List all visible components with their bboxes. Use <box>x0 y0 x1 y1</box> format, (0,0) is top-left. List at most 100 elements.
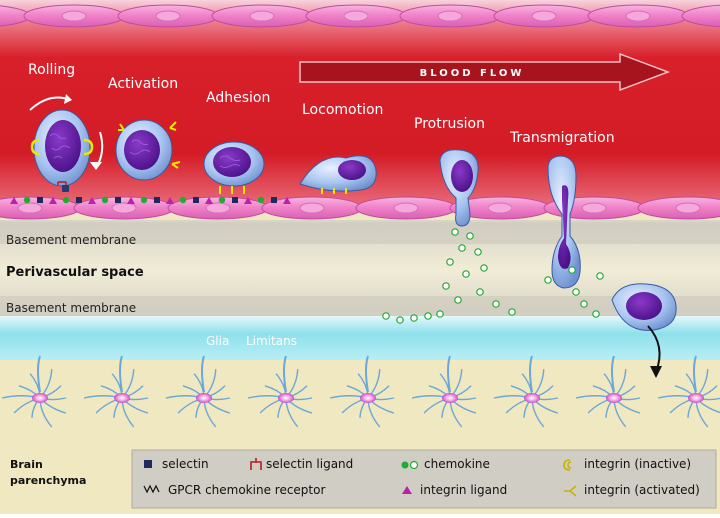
astrocytes <box>1 355 720 428</box>
chemokine <box>410 314 418 322</box>
astrocyte <box>575 355 641 428</box>
integrin-ligand <box>49 197 57 204</box>
limitans-label: Limitans <box>246 334 297 348</box>
legend-label-integrin-activated: integrin (activated) <box>584 483 700 497</box>
chemokine <box>382 312 390 320</box>
astrocyte <box>493 355 559 428</box>
chemokine <box>451 228 459 236</box>
basement-membrane-label-top: Basement membrane <box>6 233 136 247</box>
stage-label-adhesion: Adhesion <box>206 90 270 106</box>
astrocyte <box>411 355 477 428</box>
chemokine <box>62 196 70 204</box>
chemokine <box>442 282 450 290</box>
chemokine <box>458 244 466 252</box>
chemokine <box>140 196 148 204</box>
astrocyte <box>329 355 395 428</box>
glia-limitans-layer <box>0 316 720 360</box>
integrin-ligand-icon <box>402 486 412 494</box>
chemokine <box>424 312 432 320</box>
glia-label: Glia <box>206 334 229 348</box>
legend-label-selectin-ligand: selectin ligand <box>266 457 353 471</box>
leukocyte-parenchyma <box>611 283 677 378</box>
legend-label-gpcr: GPCR chemokine receptor <box>168 483 325 497</box>
selectin <box>76 197 82 203</box>
stage-label-locomotion: Locomotion <box>302 102 383 118</box>
chemokine <box>23 196 31 204</box>
selectin <box>37 197 43 203</box>
chemokine <box>436 310 444 318</box>
chemokine-gradient <box>382 228 604 324</box>
chemokine <box>257 196 265 204</box>
stage-label-protrusion: Protrusion <box>414 116 485 132</box>
selectin <box>154 197 160 203</box>
chemokine <box>179 196 187 204</box>
endothelial-cell <box>23 4 125 28</box>
chemokine <box>101 196 109 204</box>
blood-flow-label: BLOOD FLOW <box>420 68 525 79</box>
chemokine <box>476 288 484 296</box>
leukocyte-adhesion <box>203 141 265 194</box>
endothelial-surface-molecules <box>10 196 291 204</box>
leukocyte-protrusion <box>439 149 479 227</box>
chemokine <box>572 288 580 296</box>
endothelial-cell <box>637 196 720 220</box>
chemokine <box>446 258 454 266</box>
legend-label-selectin: selectin <box>162 457 209 471</box>
selectin <box>115 197 121 203</box>
stage-label-activation: Activation <box>108 76 178 92</box>
endothelial-cell <box>73 196 175 220</box>
endothelial-cell <box>587 4 689 28</box>
selectin <box>193 197 199 203</box>
legend-label-chemokine: chemokine <box>424 457 490 471</box>
chemokine <box>592 310 600 318</box>
endothelial-cell <box>305 4 407 28</box>
integrin-ligand <box>127 197 135 204</box>
leukocyte-transmigration <box>547 155 581 289</box>
chemokine <box>580 300 588 308</box>
basement-membrane-bottom <box>0 296 720 318</box>
legend-box <box>131 449 717 509</box>
chemokine <box>508 308 516 316</box>
chemokine <box>544 276 552 284</box>
chemokine <box>396 316 404 324</box>
chemokine <box>462 270 470 278</box>
stage-label-transmigration: Transmigration <box>509 130 615 146</box>
astrocyte <box>657 355 720 428</box>
endothelial-cell <box>211 4 313 28</box>
chemokine <box>568 266 576 274</box>
astrocyte <box>165 355 231 428</box>
astrocyte <box>83 355 149 428</box>
endothelial-cell <box>493 4 595 28</box>
rolling-arrows <box>29 94 104 170</box>
chemokine <box>492 300 500 308</box>
integrin-ligand <box>88 197 96 204</box>
astrocyte <box>247 355 313 428</box>
chemokine <box>480 264 488 272</box>
astrocyte <box>1 355 67 428</box>
chemokine <box>474 248 482 256</box>
chemokine <box>466 232 474 240</box>
perivascular-space-label: Perivascular space <box>6 265 144 280</box>
endothelial-cell <box>399 4 501 28</box>
selectin <box>271 197 277 203</box>
gpcr-icon <box>143 484 160 494</box>
blood-flow-arrow: BLOOD FLOW <box>299 52 671 92</box>
legend: selectin selectin ligand chemokine integ… <box>131 449 717 509</box>
leukocyte-locomotion <box>299 155 377 194</box>
chemokine <box>596 272 604 280</box>
basement-membrane-label-bottom: Basement membrane <box>6 301 136 315</box>
endothelial-cell <box>355 196 457 220</box>
chemokine <box>454 296 462 304</box>
endothelium-top <box>0 4 720 28</box>
parenchyma-label: parenchyma <box>10 474 86 487</box>
integrin-ligand <box>166 197 174 204</box>
legend-label-integrin-ligand: integrin ligand <box>420 483 507 497</box>
leukocyte-rolling <box>30 109 94 192</box>
leukocyte-activation <box>115 119 181 181</box>
selectin <box>232 197 238 203</box>
selectin-icon <box>144 460 152 468</box>
integrin-ligand <box>205 197 213 204</box>
basement-membrane-top <box>0 222 720 244</box>
